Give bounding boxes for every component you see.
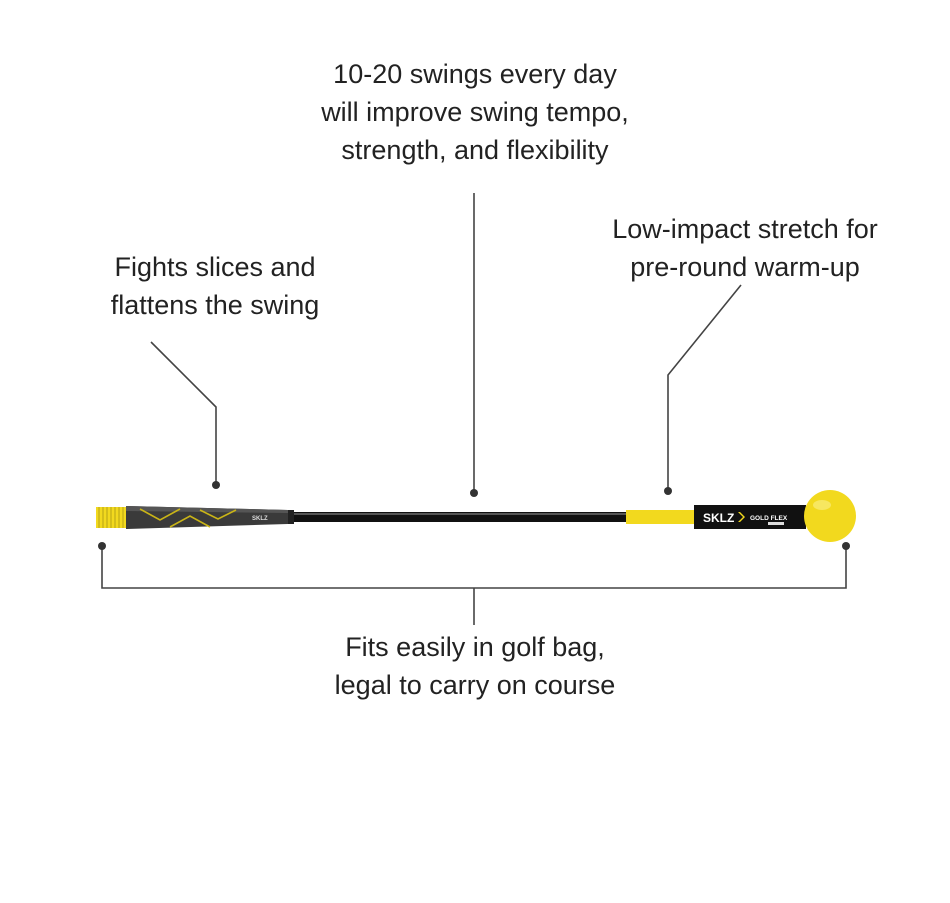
brand-chevron-icon (738, 512, 745, 522)
golf-trainer: SKLZ SKLZ GOLD FLEX (96, 490, 856, 542)
callout-line: will improve swing tempo, (321, 97, 629, 127)
shaft (294, 512, 628, 522)
callout-line: Fits easily in golf bag, (345, 632, 605, 662)
label-band (694, 505, 806, 529)
callout-line: Low-impact stretch for (612, 214, 878, 244)
model-logo: GOLD FLEX (750, 515, 788, 522)
grip-brand-logo: SKLZ (252, 516, 268, 522)
leader-dot-top (470, 489, 478, 497)
leader-line-left (150, 341, 217, 484)
leader-line-right (667, 284, 742, 490)
bracket-dot-left (98, 542, 106, 550)
callout-line: Fights slices and (114, 252, 316, 282)
callout-fits-golf-bag: Fits easily in golf bag, legal to carry … (260, 628, 690, 704)
callout-low-impact-stretch: Low-impact stretch for pre-round warm-up (575, 210, 915, 286)
weighted-ball-head (804, 490, 856, 542)
leader-dot-right (664, 487, 672, 495)
leader-dot-left (212, 481, 220, 489)
callout-line: flattens the swing (110, 290, 320, 320)
brand-logo: SKLZ (703, 511, 734, 525)
callout-line: strength, and flexibility (341, 135, 609, 165)
callout-swing-tempo: 10-20 swings every day will improve swin… (260, 55, 690, 169)
callout-line: pre-round warm-up (630, 252, 860, 282)
bracket-bottom (101, 546, 847, 589)
callout-fights-slices: Fights slices and flattens the swing (70, 248, 360, 324)
bracket-dot-right (842, 542, 850, 550)
callout-line: 10-20 swings every day (333, 59, 617, 89)
callout-line: legal to carry on course (334, 670, 616, 700)
shaft-sleeve (626, 510, 696, 524)
